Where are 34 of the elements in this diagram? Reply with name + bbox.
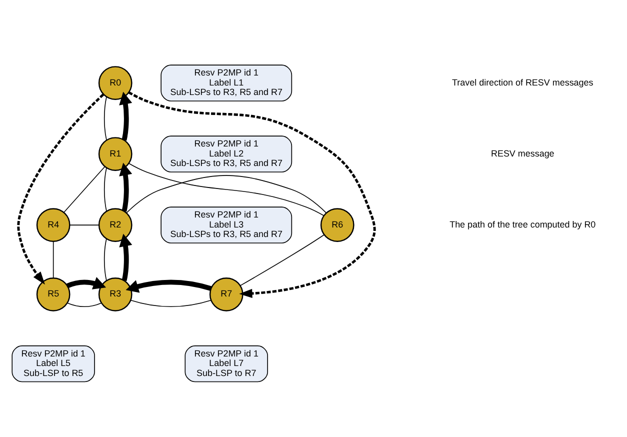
node-box: Resv P2MP id 1 Label L1 Sub-LSPs to R3, R5 and R7 [160, 64, 292, 102]
node-box: Resv P2MP id 1 Label L3 Sub-LSPs to R3, R5 and R7 [160, 206, 292, 244]
node-circle: R4 [36, 208, 70, 242]
legend-label: RESV message [490, 148, 554, 158]
arrow [126, 280, 212, 293]
node-circle: R5 [36, 277, 70, 312]
arrow [17, 94, 104, 285]
node-circle: R6 [320, 208, 354, 242]
connector [128, 163, 324, 216]
node-circle: R1 [98, 137, 132, 171]
connector [104, 167, 107, 212]
arrow [119, 234, 132, 282]
node-box: Resv P2MP id 1 Label L2 Sub-LSPs to R3, R5 and R7 [160, 136, 292, 172]
node-circle: R2 [98, 208, 132, 242]
connector [104, 238, 107, 281]
connector [104, 96, 107, 141]
arrow [128, 91, 376, 298]
node-box: Resv P2MP id 1 Label L5 Sub-LSP to R5 [12, 345, 95, 382]
node-circle: R7 [209, 277, 244, 312]
connector [67, 302, 102, 308]
node-circle: R0 [98, 66, 132, 100]
connector [52, 241, 54, 278]
arrow [119, 92, 132, 141]
connector [126, 175, 327, 214]
connector [64, 166, 106, 213]
legend-label: Travel direction of RESV messages [452, 77, 594, 88]
arrow [66, 277, 106, 290]
node-circle: R3 [98, 277, 132, 312]
legend-label: The path of the tree computed by R0 [450, 219, 596, 230]
connector [240, 234, 325, 286]
connector [69, 224, 100, 226]
node-box: Resv P2MP id 1 Label L7 Sub-LSP to R7 [184, 345, 268, 382]
connector [130, 300, 212, 308]
arrow [119, 162, 132, 212]
